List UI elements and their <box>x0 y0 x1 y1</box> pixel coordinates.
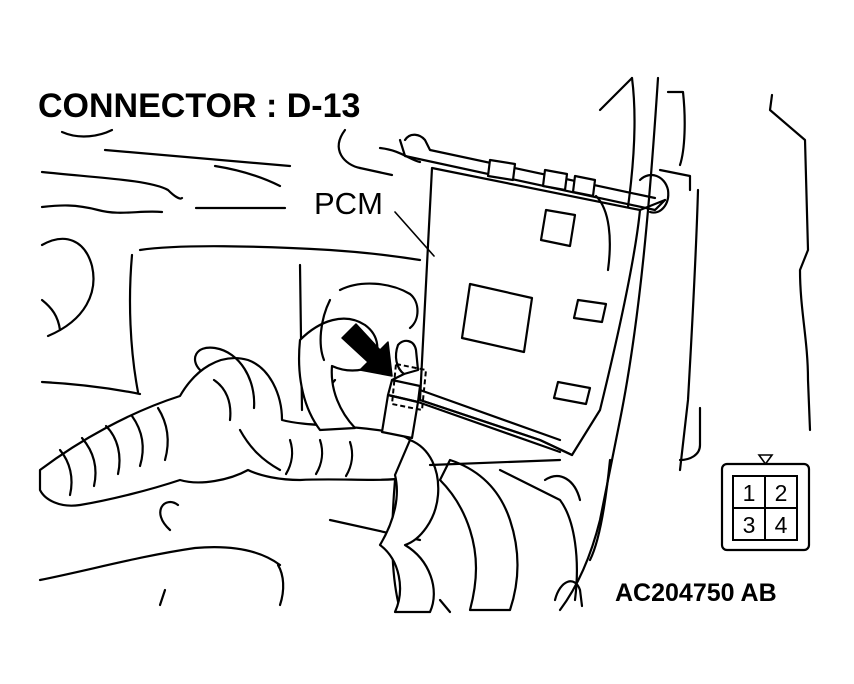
wiring-harness <box>38 282 584 614</box>
pin-orientation-marker-icon <box>757 454 774 466</box>
pin-3-label: 3 <box>743 512 756 538</box>
connector-pointer-arrow <box>341 323 393 377</box>
connector-pin-face: 1 2 3 4 <box>720 454 811 552</box>
figure-code: AC204750 AB <box>615 579 777 607</box>
pcm-leader-line <box>394 211 435 257</box>
pcm-bracket <box>398 133 692 214</box>
pin-4-label: 4 <box>775 512 788 538</box>
body-panel-linework <box>558 76 812 612</box>
pcm-unit <box>418 158 667 457</box>
pcm-label: PCM <box>314 186 383 221</box>
pin-2-label: 2 <box>775 480 788 506</box>
diagram-title: CONNECTOR : D-13 <box>38 87 360 125</box>
connector-d13 <box>380 339 562 454</box>
pin-1-label: 1 <box>743 480 756 506</box>
